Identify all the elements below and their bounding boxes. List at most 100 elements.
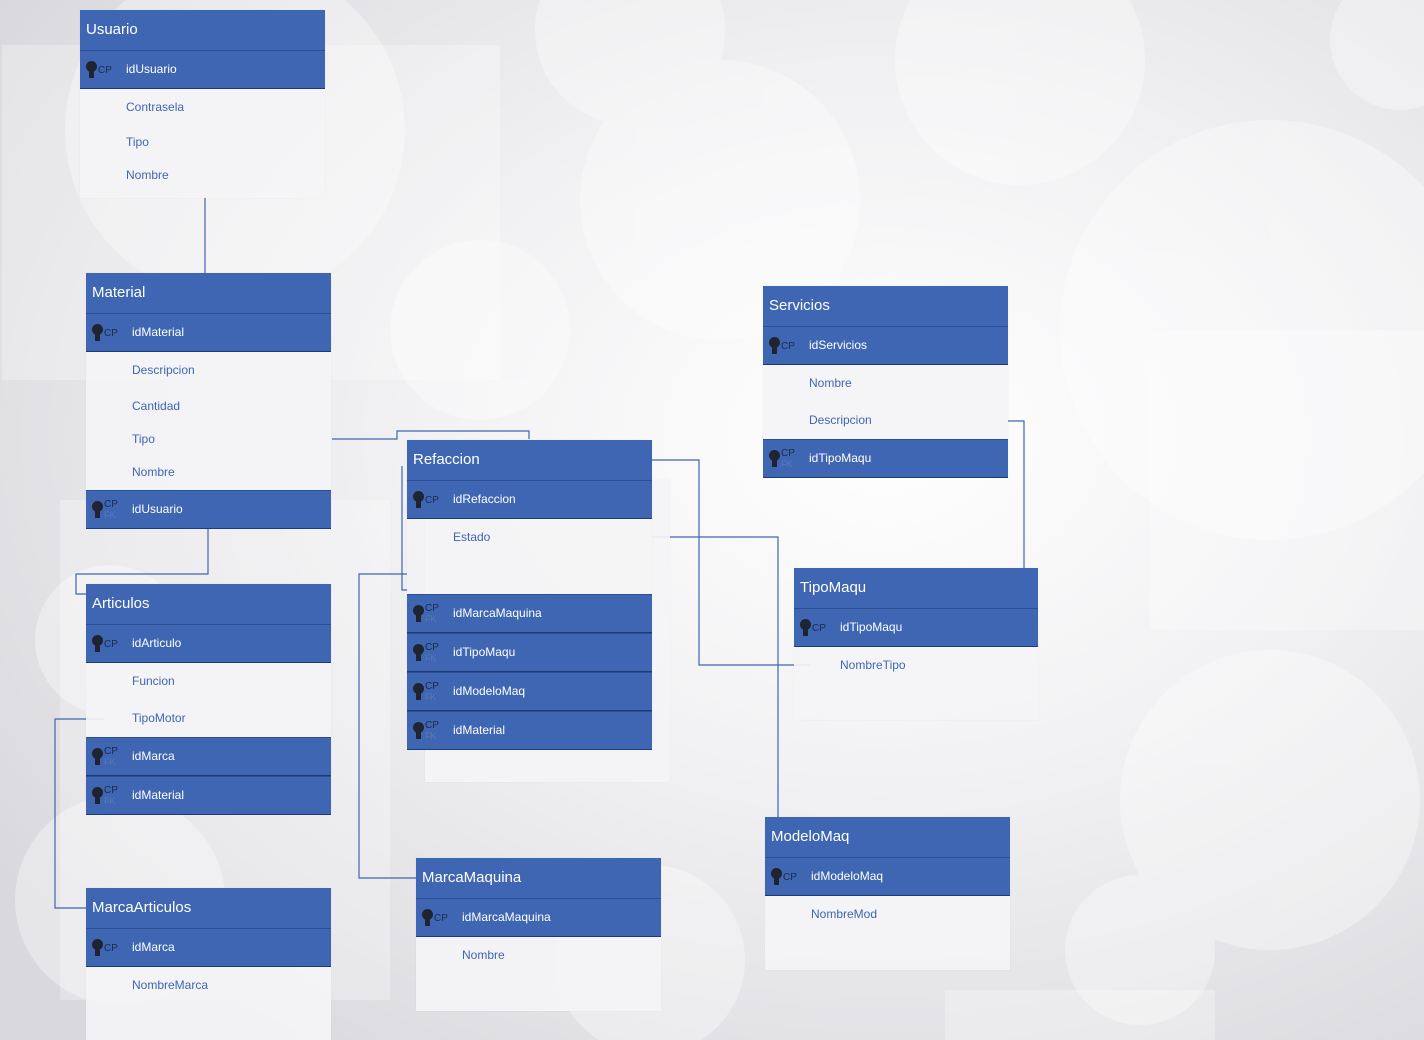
key-icon: CP [411,486,441,514]
field-nombre[interactable]: Nombre [763,365,1008,402]
key-icon: CP [90,630,120,658]
field-nombremarca[interactable]: NombreMarca [86,967,331,1004]
field-label: Descripcion [132,363,195,377]
key-icon: CP [798,614,828,642]
field-descripcion[interactable]: Descripcion [86,352,331,389]
field-nombre[interactable]: Nombre [416,937,661,974]
field-tipo[interactable]: Tipo [80,126,325,159]
field-label: Cantidad [132,399,181,413]
entity-articulos[interactable]: Articulos CP idArticulo Funcion TipoMoto… [86,584,331,815]
field-idmarcamaquina[interactable]: CP idMarcaMaquina [416,898,661,937]
entity-title-marcaarticulos: MarcaArticulos [86,888,331,928]
entity-title-articulos: Articulos [86,584,331,624]
field-label: idMaterial [453,723,506,737]
field-label: idMarca [132,940,175,954]
rel-servicios-tipomaqu [1008,420,1025,568]
entity-marcamaquina[interactable]: MarcaMaquina CP idMarcaMaquina Nombre [416,858,661,1011]
field-label: Descripcion [809,413,872,427]
field-idmodelomaq[interactable]: CP idModeloMaq [765,857,1010,896]
key-icon: CP [84,56,114,84]
field-nombre[interactable]: Nombre [80,159,325,192]
entity-modelomaq[interactable]: ModeloMaq CP idModeloMaq NombreMod [765,817,1010,970]
field-idtipomaqu[interactable]: CP idTipoMaqu [794,608,1038,647]
entity-title-usuario: Usuario [80,10,325,50]
field-empty [407,556,652,594]
field-label: NombreMarca [132,978,209,992]
key-icon: CP [90,319,120,347]
key-icon: CP [420,904,450,932]
field-label: idModeloMaq [453,684,526,698]
field-label: Nombre [126,168,169,182]
field-funcion[interactable]: Funcion [86,663,331,700]
rel-refaccion-marcamaquina [358,573,416,879]
field-label: NombreTipo [840,658,906,672]
field-contrasela[interactable]: Contrasela [80,89,325,126]
field-cantidad[interactable]: Cantidad [86,389,331,423]
entity-title-material: Material [86,273,331,313]
field-label: Nombre [809,376,852,390]
field-nombremod[interactable]: NombreMod [765,896,1010,933]
field-label: idTipoMaqu [453,645,516,659]
field-tipo[interactable]: Tipo [86,423,331,455]
field-idarticulo[interactable]: CP idArticulo [86,624,331,663]
field-estado[interactable]: Estado [407,519,652,556]
field-label: Funcion [132,674,175,688]
field-nombre[interactable]: Nombre [86,455,331,490]
key-icon: CP [769,863,799,891]
rel-material-articulos [75,528,209,595]
field-label: Tipo [132,432,155,446]
entity-title-servicios: Servicios [763,286,1008,326]
field-label: idTipoMaqu [840,620,903,634]
field-label: idMaterial [132,325,185,339]
entity-title-refaccion: Refaccion [407,440,652,480]
entity-title-marcamaquina: MarcaMaquina [416,858,661,898]
entity-material[interactable]: Material CP idMaterial Descripcion Canti… [86,273,331,529]
field-label: Contrasela [126,100,185,114]
field-label: Tipo [126,135,149,149]
field-label: Nombre [132,465,175,479]
field-label: idUsuario [132,502,183,516]
entity-usuario[interactable]: Usuario CP idUsuario Contrasela Tipo Nom… [80,10,325,198]
field-label: idRefaccion [453,492,516,506]
entity-tipomaqu[interactable]: TipoMaqu CP idTipoMaqu NombreTipo [794,568,1038,720]
field-label: idMarca [132,749,175,763]
field-idmaterial[interactable]: CP idMaterial [86,313,331,352]
entity-title-modelomaq: ModeloMaq [765,817,1010,857]
field-label: NombreMod [811,907,878,921]
field-label: Estado [453,530,491,544]
entity-marcaarticulos[interactable]: MarcaArticulos CP idMarca NombreMarca [86,888,331,1040]
field-idmarca[interactable]: CP idMarca [86,928,331,967]
field-nombretipo[interactable]: NombreTipo [794,647,1038,684]
rel-refaccion-modelomaq [652,536,779,817]
field-label: idMarcaMaquina [462,910,551,924]
rel-refaccion-tipomaqu [652,459,810,666]
rel-refaccion-internal [401,466,407,591]
field-tipomotor[interactable]: TipoMotor [86,700,331,737]
field-label: Nombre [462,948,505,962]
entity-servicios[interactable]: Servicios CP idServicios Nombre Descripc… [763,286,1008,478]
field-idusuario[interactable]: CP idUsuario [80,50,325,89]
field-label: TipoMotor [132,711,186,725]
field-label: idServicios [809,338,868,352]
key-icon: CP [767,332,797,360]
field-descripcion[interactable]: Descripcion [763,402,1008,439]
field-idrefaccion[interactable]: CP idRefaccion [407,480,652,519]
field-idservicios[interactable]: CP idServicios [763,326,1008,365]
